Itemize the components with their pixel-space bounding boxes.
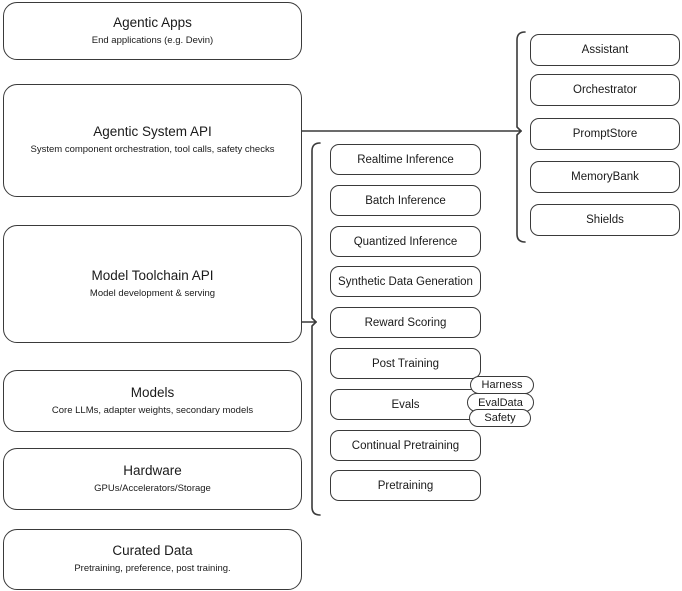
chip-label: Shields [586,214,624,226]
layer-title: Models [130,384,175,400]
agentic-chip-orchestrator[interactable]: Orchestrator [530,74,680,106]
layer-subtitle: Pretraining, preference, post training. [74,563,231,575]
layer-subtitle: Core LLMs, adapter weights, secondary mo… [51,404,254,416]
chip-label: Pretraining [377,479,434,492]
layer-title: Agentic System API [93,124,212,140]
toolchain-chip-batch-inference[interactable]: Batch Inference [330,185,481,216]
toolchain-chip-synthetic-data-generation[interactable]: Synthetic Data Generation [330,266,481,297]
layer-title: Curated Data [112,543,193,559]
layer-subtitle: End applications (e.g. Devin) [91,34,214,46]
pill-label: EvalData [478,396,523,409]
brace-toolchain-components-lower [311,321,321,516]
layer-models[interactable]: Models Core LLMs, adapter weights, secon… [3,370,302,432]
layer-agentic-system-api[interactable]: Agentic System API System component orch… [3,84,302,197]
evals-pill-harness[interactable]: Harness [470,376,534,394]
brace-toolchain-components-upper [311,142,321,323]
chip-label: Realtime Inference [357,153,454,166]
agentic-chip-shields[interactable]: Shields [530,204,680,236]
layer-agentic-apps[interactable]: Agentic Apps End applications (e.g. Devi… [3,2,302,60]
agentic-chip-assistant[interactable]: Assistant [530,34,680,66]
chip-label: Reward Scoring [364,316,447,329]
layer-curated-data[interactable]: Curated Data Pretraining, preference, po… [3,529,302,590]
brace-agentic-system-components-lower [516,130,526,243]
toolchain-chip-realtime-inference[interactable]: Realtime Inference [330,144,481,175]
pill-label: Harness [481,379,523,391]
agentic-chip-memorybank[interactable]: MemoryBank [530,161,680,193]
layer-hardware[interactable]: Hardware GPUs/Accelerators/Storage [3,448,302,510]
toolchain-chip-pretraining[interactable]: Pretraining [330,470,481,501]
layer-title: Hardware [123,462,182,478]
chip-label: Assistant [581,44,629,56]
chip-label: Synthetic Data Generation [338,275,473,288]
evals-pill-safety[interactable]: Safety [469,409,531,427]
toolchain-chip-post-training[interactable]: Post Training [330,348,481,379]
layer-subtitle: Model development & serving [89,287,216,299]
layer-title: Model Toolchain API [91,267,214,283]
pill-label: Safety [484,412,516,424]
chip-label: MemoryBank [571,171,639,183]
layer-subtitle: System component orchestration, tool cal… [30,144,275,156]
chip-label: PromptStore [572,128,638,140]
toolchain-chip-continual-pretraining[interactable]: Continual Pretraining [330,430,481,461]
layer-title: Agentic Apps [113,14,192,30]
agentic-chip-promptstore[interactable]: PromptStore [530,118,680,150]
chip-label: Orchestrator [573,84,637,96]
brace-agentic-system-components [516,31,526,132]
layer-subtitle: GPUs/Accelerators/Storage [94,482,211,494]
toolchain-chip-quantized-inference[interactable]: Quantized Inference [330,226,481,257]
chip-label: Batch Inference [365,194,446,207]
toolchain-chip-evals[interactable]: Evals [330,389,481,420]
chip-label: Evals [391,398,420,411]
layer-model-toolchain-api[interactable]: Model Toolchain API Model development & … [3,225,302,343]
chip-label: Quantized Inference [353,235,458,248]
chip-label: Post Training [371,357,440,370]
toolchain-chip-reward-scoring[interactable]: Reward Scoring [330,307,481,338]
chip-label: Continual Pretraining [351,439,460,452]
